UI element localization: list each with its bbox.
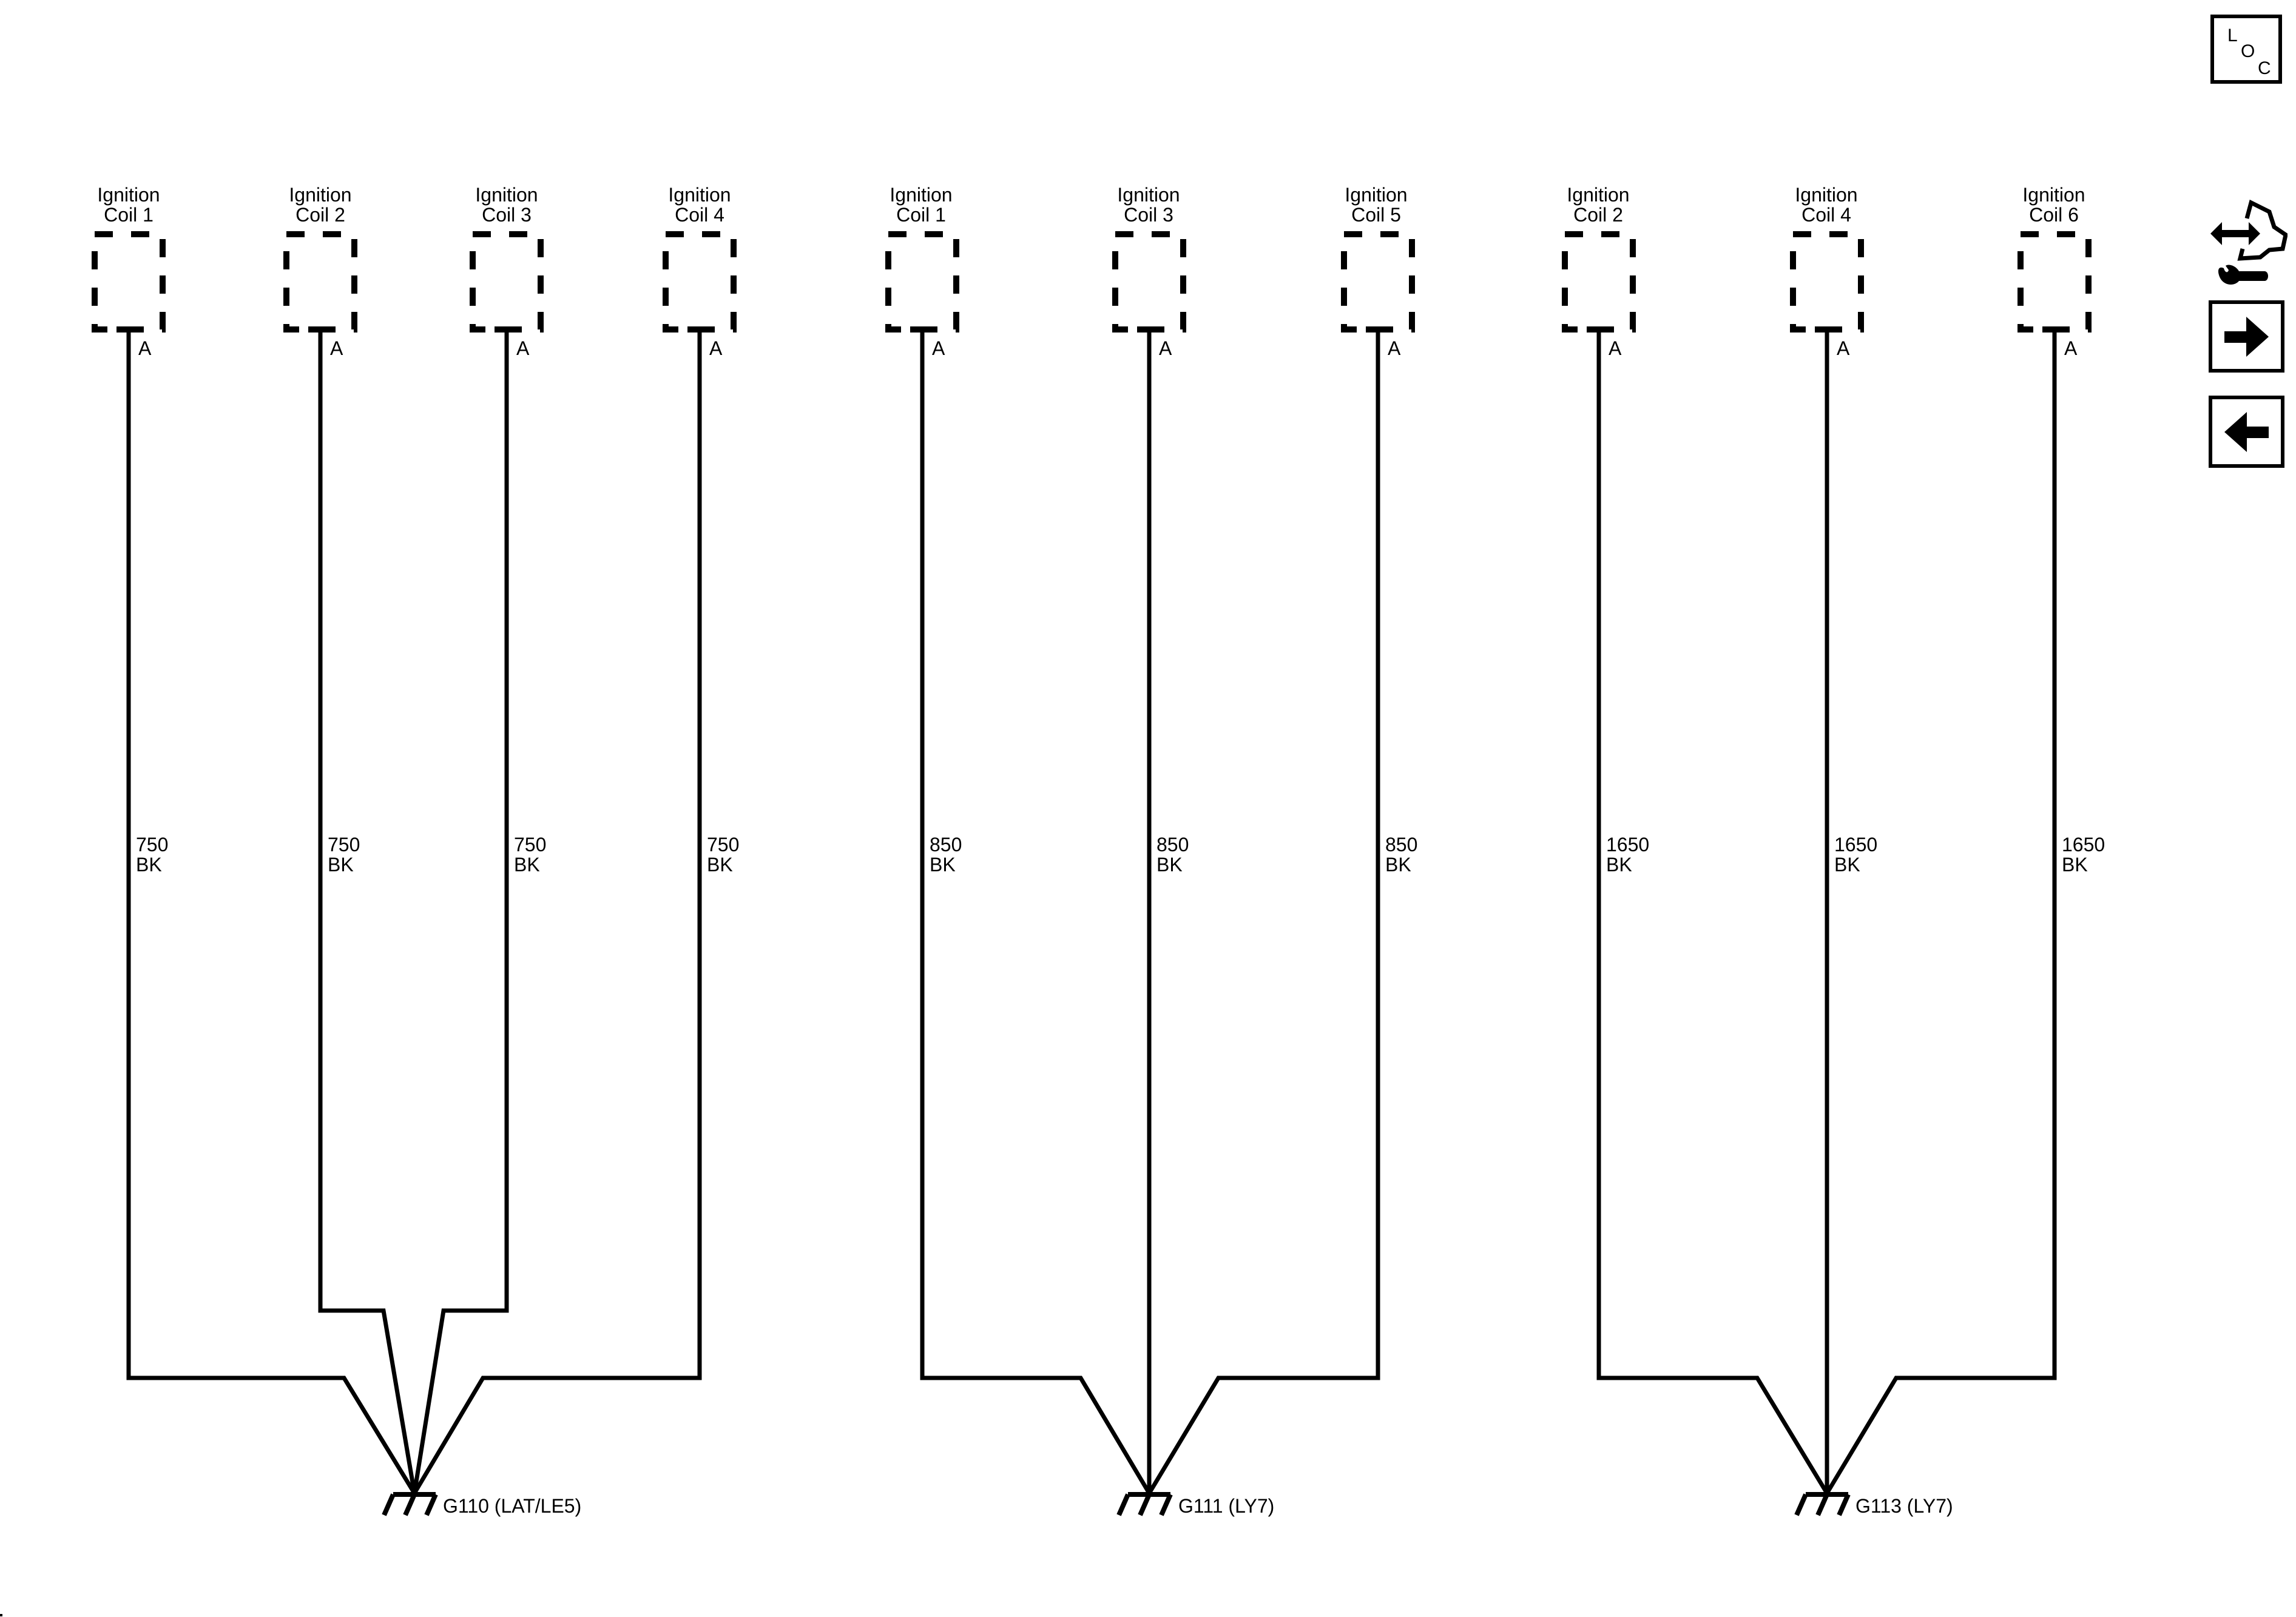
wire-coil-2-g113 — [1596, 329, 1829, 1494]
wire-gauge-label: 850 — [1156, 834, 1189, 856]
ground-group-g110 — [92, 231, 737, 1516]
pin-label: A — [1388, 337, 1401, 359]
corner-mark — [0, 1614, 2, 1616]
component-ignition-coil-1-g2 — [885, 231, 959, 333]
next-page-button[interactable] — [2209, 300, 2284, 373]
wire-gauge-label: 1650 — [1834, 834, 1877, 856]
ground-label-g110[interactable]: G110 (LAT/LE5) — [443, 1495, 581, 1517]
component-label: Ignition — [97, 184, 160, 206]
ground-label-g113[interactable]: G113 (LY7) — [1855, 1495, 1953, 1517]
arrow-left-icon — [2224, 412, 2269, 452]
connector-wrench-icon — [2210, 199, 2288, 285]
component-ignition-coil-5-g2 — [1341, 231, 1415, 333]
component-ignition-coil-3-g2 — [1112, 231, 1186, 333]
component-label: Coil 4 — [1801, 204, 1851, 226]
wire-gauge-label: 750 — [328, 834, 360, 856]
pin-label: A — [1609, 337, 1622, 359]
component-label: Coil 5 — [1351, 204, 1401, 226]
component-label: Coil 4 — [675, 204, 724, 226]
pin-label: A — [2064, 337, 2078, 359]
component-ignition-coil-1-g1[interactable] — [92, 231, 166, 333]
pin-label: A — [138, 337, 152, 359]
component-ignition-coil-2-g1[interactable] — [283, 231, 357, 333]
component-label: Ignition — [289, 184, 351, 206]
wire-gauge-label: 750 — [707, 834, 739, 856]
wire-color-label: BK — [1156, 854, 1183, 876]
wire-coil-3-g110 — [412, 329, 509, 1494]
wire-coil-1-g111 — [920, 329, 1152, 1494]
ground-symbol-icon — [1794, 1492, 1851, 1516]
loc-button[interactable]: L O C — [2210, 15, 2282, 84]
wire-gauge-label: 750 — [514, 834, 546, 856]
wire-color-label: BK — [136, 854, 162, 876]
ground-label-g111[interactable]: G111 (LY7) — [1178, 1495, 1274, 1517]
ground-group-g111 — [885, 231, 1415, 1516]
location-icon-c: C — [2258, 58, 2271, 78]
wire-color-label: BK — [328, 854, 354, 876]
previous-page-button[interactable] — [2209, 396, 2284, 468]
component-label: Coil 6 — [2029, 204, 2079, 226]
wire-gauge-label: 1650 — [1606, 834, 1649, 856]
wire-color-label: BK — [1606, 854, 1632, 876]
wire-gauge-label: 1650 — [2062, 834, 2105, 856]
pin-label: A — [1159, 337, 1172, 359]
component-label: Ignition — [668, 184, 731, 206]
pin-label: A — [709, 337, 723, 359]
component-label: Coil 1 — [104, 204, 154, 226]
wire-gauge-label: 850 — [1385, 834, 1417, 856]
component-label: Coil 1 — [896, 204, 946, 226]
component-label: Coil 3 — [482, 204, 532, 226]
wire-coil-4-g110 — [412, 329, 702, 1494]
component-ignition-coil-2-g3 — [1562, 231, 1636, 333]
component-ignition-coil-4-g1[interactable] — [663, 231, 737, 333]
wire-color-label: BK — [1385, 854, 1411, 876]
component-label: Coil 3 — [1124, 204, 1173, 226]
wire-color-label: BK — [1834, 854, 1860, 876]
pin-label: A — [932, 337, 945, 359]
component-label: Ignition — [1117, 184, 1180, 206]
component-label: Ignition — [890, 184, 952, 206]
ground-symbol-icon — [382, 1492, 438, 1516]
ground-group-g113 — [1562, 231, 2092, 1516]
location-icon-o: O — [2241, 41, 2255, 61]
wire-color-label: BK — [930, 854, 956, 876]
component-ignition-coil-3-g1[interactable] — [470, 231, 544, 333]
component-label: Ignition — [1345, 184, 1407, 206]
wire-color-label: BK — [514, 854, 540, 876]
location-icon-l: L — [2227, 25, 2238, 46]
component-ignition-coil-6-g3 — [2017, 231, 2092, 333]
ground-symbol-icon — [1116, 1492, 1173, 1516]
wire-color-label: BK — [2062, 854, 2088, 876]
pin-label: A — [516, 337, 530, 359]
wire-coil-5-g111 — [1147, 329, 1380, 1494]
wire-coil-1-g110 — [126, 329, 416, 1494]
component-ignition-coil-4-g3 — [1790, 231, 1864, 333]
component-label: Ignition — [2022, 184, 2085, 206]
arrow-right-icon — [2224, 317, 2269, 357]
component-label: Coil 2 — [1573, 204, 1623, 226]
wire-gauge-label: 750 — [136, 834, 168, 856]
connector-repair-button[interactable] — [2209, 197, 2288, 285]
wire-gauge-label: 850 — [930, 834, 962, 856]
pin-label: A — [330, 337, 343, 359]
component-label: Coil 2 — [295, 204, 345, 226]
wire-coil-6-g113 — [1825, 329, 2057, 1494]
component-label: Ignition — [1795, 184, 1857, 206]
component-label: Ignition — [475, 184, 538, 206]
pin-label: A — [1837, 337, 1850, 359]
component-label: Ignition — [1567, 184, 1629, 206]
wire-color-label: BK — [707, 854, 733, 876]
wire-coil-2-g110 — [318, 329, 417, 1494]
